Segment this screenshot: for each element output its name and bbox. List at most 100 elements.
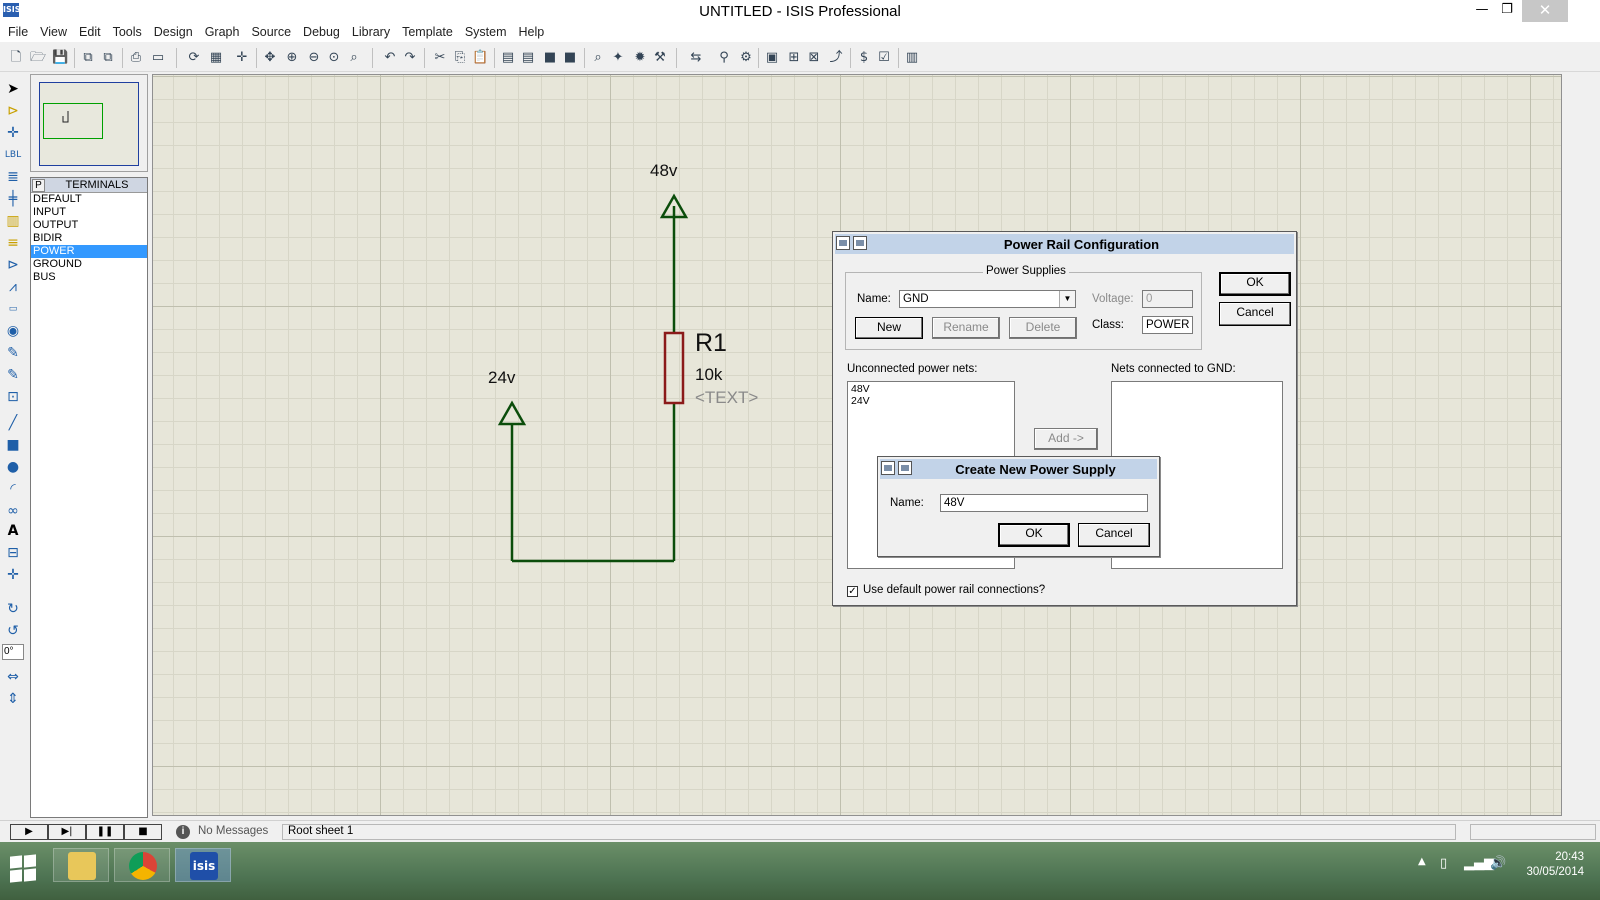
- terminal-item-ground[interactable]: GROUND: [33, 258, 82, 270]
- tape-recorder-icon[interactable]: ▭: [8, 304, 18, 314]
- generator-icon[interactable]: ◉: [6, 323, 20, 339]
- search-tag-icon[interactable]: ⚲: [719, 50, 729, 65]
- taskbar-chrome[interactable]: [114, 848, 170, 882]
- power-terminal-24v-label[interactable]: 24v: [488, 368, 516, 387]
- menu-file[interactable]: File: [8, 25, 29, 39]
- play-icon[interactable]: ▶: [10, 824, 48, 840]
- origin-icon[interactable]: ✛: [236, 50, 248, 65]
- terminal-item-bus[interactable]: BUS: [33, 271, 56, 283]
- create-supply-ok-button[interactable]: OK: [998, 523, 1070, 547]
- exit-to-parent-icon[interactable]: ⤴: [829, 50, 843, 65]
- circle-tool-icon[interactable]: ●: [6, 459, 20, 475]
- menu-debug[interactable]: Debug: [303, 25, 340, 39]
- component-mode-icon[interactable]: ⊳: [7, 103, 19, 119]
- menu-graph[interactable]: Graph: [204, 25, 240, 39]
- mirror-horizontal-icon[interactable]: ⇔: [7, 669, 19, 685]
- pick-device-icon[interactable]: ⌕: [594, 50, 602, 65]
- device-pins-icon[interactable]: ⊳: [7, 257, 19, 273]
- dialog-context-icon[interactable]: [898, 461, 912, 475]
- step-icon[interactable]: ▶|: [48, 824, 86, 840]
- block-copy-icon[interactable]: ▤: [501, 50, 515, 65]
- box-tool-icon[interactable]: ■: [6, 437, 20, 453]
- minimize-button[interactable]: —: [1475, 2, 1489, 17]
- volume-icon[interactable]: 🔊: [1490, 856, 1507, 871]
- signal-strength-icon[interactable]: ▂▄▆: [1464, 856, 1494, 871]
- symbol-tool-icon[interactable]: ⊟: [7, 545, 19, 561]
- rotation-angle-field[interactable]: 0°: [2, 644, 24, 660]
- create-supply-cancel-button[interactable]: Cancel: [1078, 523, 1150, 547]
- overview-canvas[interactable]: [39, 82, 139, 166]
- terminal-item-output[interactable]: OUTPUT: [33, 219, 79, 231]
- remove-sheet-icon[interactable]: ⊠: [808, 50, 820, 65]
- power-rail-cancel-button[interactable]: Cancel: [1219, 302, 1291, 326]
- export-section-icon[interactable]: ⧉: [103, 50, 113, 65]
- taskbar-isis[interactable]: isis: [175, 848, 231, 882]
- new-supply-name-input[interactable]: 48V: [940, 494, 1148, 512]
- electrical-rules-check-icon[interactable]: ☑: [878, 50, 890, 65]
- menu-system[interactable]: System: [464, 25, 507, 39]
- block-delete-icon[interactable]: ■: [563, 50, 577, 65]
- overview-window[interactable]: [30, 74, 148, 172]
- network-device-icon[interactable]: ▯: [1440, 856, 1448, 871]
- print-icon[interactable]: ⎙: [130, 50, 142, 65]
- add-sheet-icon[interactable]: ⊞: [788, 50, 800, 65]
- zoom-all-icon[interactable]: ⊙: [328, 50, 340, 65]
- unconnected-net-item[interactable]: 24V: [851, 395, 870, 407]
- terminals-mode-icon[interactable]: ≡: [7, 235, 19, 251]
- class-field[interactable]: POWER: [1142, 316, 1193, 334]
- messages-status[interactable]: No Messages: [198, 825, 269, 837]
- taskbar-file-explorer[interactable]: [53, 848, 109, 882]
- pick-devices-button[interactable]: P: [32, 179, 45, 192]
- pause-icon[interactable]: ❚❚: [86, 824, 124, 840]
- menu-edit[interactable]: Edit: [79, 25, 101, 39]
- terminal-item-default[interactable]: DEFAULT: [33, 193, 82, 205]
- wire-label-icon[interactable]: LBL: [4, 150, 22, 160]
- open-file-icon[interactable]: 🗁: [30, 50, 47, 65]
- delete-supply-button[interactable]: Delete: [1009, 317, 1077, 339]
- block-rotate-icon[interactable]: ■: [543, 50, 557, 65]
- redraw-icon[interactable]: ⟳: [188, 50, 200, 65]
- paste-icon[interactable]: 📋: [472, 50, 489, 65]
- voltage-field[interactable]: 0: [1142, 290, 1193, 308]
- dialog-context-icon[interactable]: [853, 236, 867, 250]
- menu-source[interactable]: Source: [251, 25, 292, 39]
- menu-view[interactable]: View: [40, 25, 68, 39]
- new-file-icon[interactable]: 🗋: [10, 50, 22, 65]
- redo-icon[interactable]: ↷: [404, 50, 416, 65]
- dialog-help-icon[interactable]: [881, 461, 895, 475]
- save-icon[interactable]: 💾: [52, 50, 69, 65]
- close-button[interactable]: ✕: [1522, 0, 1568, 22]
- junction-dot-icon[interactable]: ✛: [7, 125, 19, 141]
- make-device-icon[interactable]: ✦: [612, 50, 624, 65]
- power-rail-ok-button[interactable]: OK: [1219, 272, 1291, 296]
- virtual-instruments-icon[interactable]: ⊡: [7, 389, 19, 405]
- power-rail-dialog-titlebar[interactable]: Power Rail Configuration: [835, 234, 1294, 254]
- buses-icon[interactable]: ╪: [8, 191, 18, 207]
- netlist-to-ares-icon[interactable]: ▥: [905, 50, 919, 65]
- create-supply-dialog-titlebar[interactable]: Create New Power Supply: [880, 459, 1157, 479]
- property-tool-icon[interactable]: ⚙: [740, 50, 752, 65]
- taskbar-clock[interactable]: 20:43 30/05/2014: [1526, 850, 1584, 880]
- decompose-icon[interactable]: ⚒: [654, 50, 666, 65]
- line-tool-icon[interactable]: ╱: [8, 415, 18, 431]
- terminal-item-input[interactable]: INPUT: [33, 206, 66, 218]
- default-connections-checkbox[interactable]: ✓: [847, 586, 858, 597]
- zoom-in-icon[interactable]: ⊕: [286, 50, 298, 65]
- supply-name-dropdown[interactable]: GND ▼: [899, 290, 1076, 308]
- resistor-value[interactable]: 10k: [695, 365, 723, 384]
- import-section-icon[interactable]: ⧉: [83, 50, 93, 65]
- cut-icon[interactable]: ✂: [434, 50, 446, 65]
- grid-toggle-icon[interactable]: ▦: [209, 50, 223, 65]
- menu-help[interactable]: Help: [518, 25, 545, 39]
- marker-tool-icon[interactable]: ✛: [7, 567, 19, 583]
- rename-supply-button[interactable]: Rename: [932, 317, 1000, 339]
- chevron-down-icon[interactable]: ▼: [1059, 291, 1075, 307]
- text-tool-icon[interactable]: A: [7, 523, 19, 539]
- resistor-text-placeholder[interactable]: <TEXT>: [695, 388, 759, 407]
- copy-icon[interactable]: ⎘: [454, 50, 466, 65]
- text-script-icon[interactable]: ≣: [7, 169, 19, 185]
- menu-design[interactable]: Design: [153, 25, 193, 39]
- arc-tool-icon[interactable]: ◜: [10, 481, 16, 497]
- stop-icon[interactable]: ■: [124, 824, 162, 840]
- undo-icon[interactable]: ↶: [384, 50, 396, 65]
